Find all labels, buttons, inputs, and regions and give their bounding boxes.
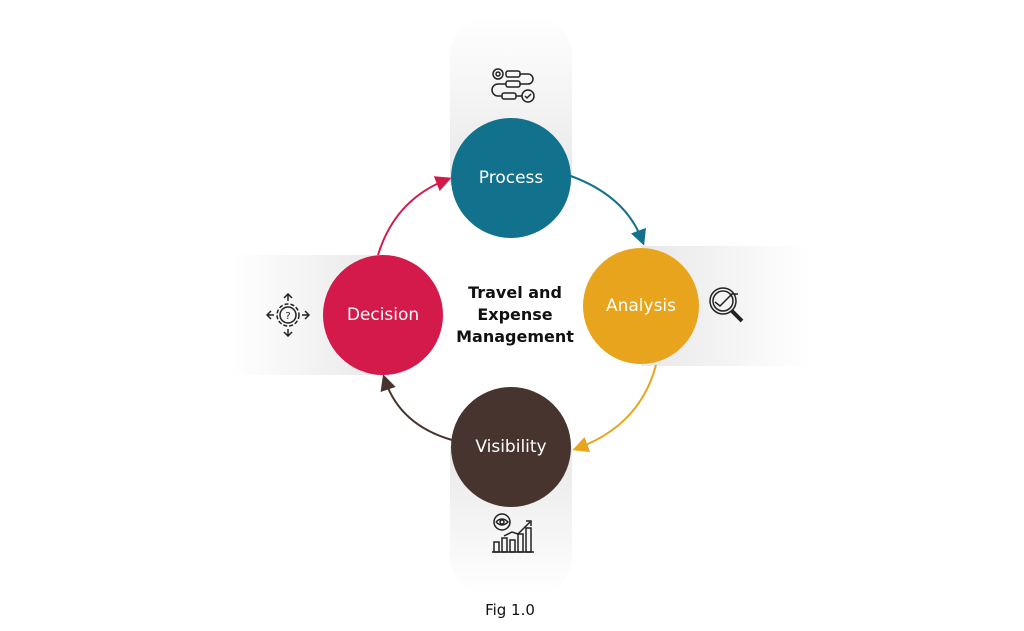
workflow-icon xyxy=(491,68,535,103)
arrow-visibility-to-decision xyxy=(380,374,453,441)
arrow-decision-to-process xyxy=(377,176,452,256)
magnifier-chart-icon xyxy=(709,287,744,323)
process-node[interactable]: Process xyxy=(451,118,571,238)
arrow-analysis-to-visibility xyxy=(572,364,657,453)
figure-caption: Fig 1.0 xyxy=(485,601,535,619)
decision-gear-icon: ? xyxy=(266,293,310,337)
svg-text:?: ? xyxy=(285,311,290,322)
diagram-title: Travel and Expense Management xyxy=(440,282,590,348)
eye-growth-chart-icon xyxy=(492,513,534,553)
decision-label: Decision xyxy=(346,305,420,325)
process-label: Process xyxy=(478,168,544,188)
title-line-2: Expense xyxy=(477,305,553,324)
analysis-node[interactable]: Analysis xyxy=(583,248,699,364)
visibility-node[interactable]: Visibility xyxy=(451,387,571,507)
decision-node[interactable]: Decision xyxy=(323,255,443,375)
analysis-label: Analysis xyxy=(605,296,677,316)
arrow-process-to-analysis xyxy=(567,174,646,246)
visibility-label: Visibility xyxy=(475,437,547,457)
title-line-1: Travel and xyxy=(468,283,562,302)
title-line-3: Management xyxy=(456,327,574,346)
